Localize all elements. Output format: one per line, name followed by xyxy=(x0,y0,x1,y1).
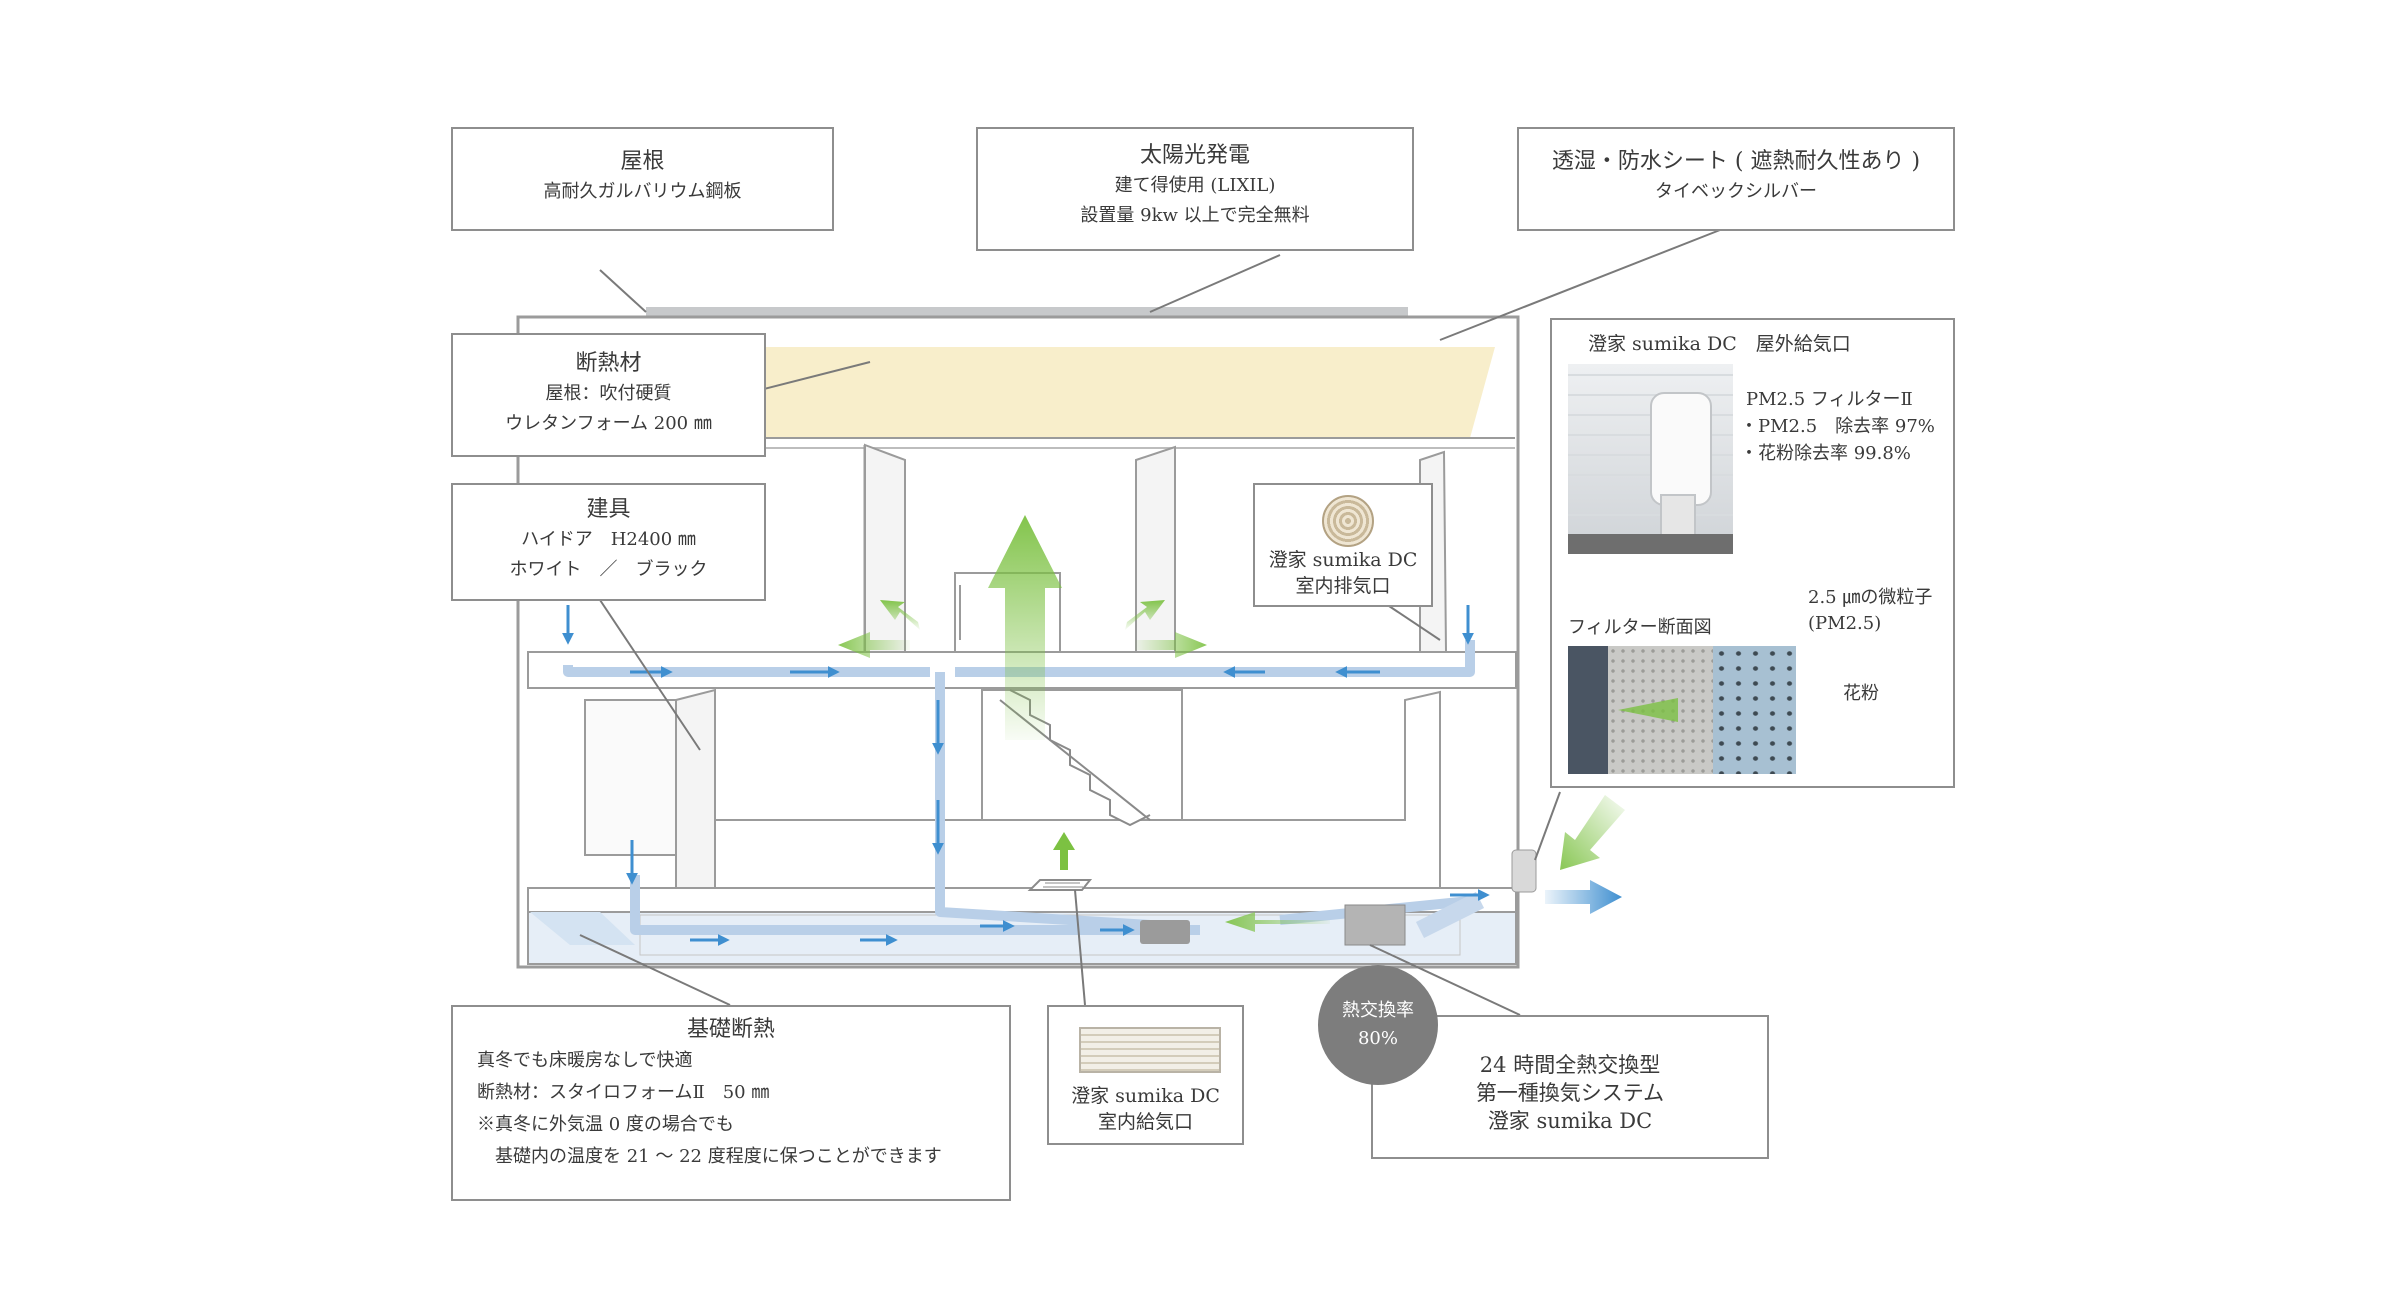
system-line3: 澄家 sumika DC xyxy=(1487,1109,1653,1133)
insulation-callout: 断熱材 屋根：吹付硬質 ウレタンフォーム 200 ㎜ xyxy=(451,333,766,457)
supply-callout: 澄家 sumika DC 室内給気口 xyxy=(1047,1005,1244,1145)
exhaust-line1: 澄家 sumika DC xyxy=(1268,549,1418,571)
particle-label2: (PM2.5) xyxy=(1808,613,1882,634)
sheet-sub: タイベックシルバー xyxy=(1655,181,1817,202)
fittings-line1: ハイドア H2400 ㎜ xyxy=(521,529,696,550)
exhaust-vent-icon xyxy=(1322,495,1374,547)
insulation-title: 断熱材 xyxy=(575,351,642,376)
insulation-line2: ウレタンフォーム 200 ㎜ xyxy=(505,413,712,434)
exhaust-callout: 澄家 sumika DC 室内排気口 xyxy=(1253,483,1433,607)
filter-line2: ・花粉除去率 99.8% xyxy=(1740,443,1911,464)
duct-junction xyxy=(1140,920,1190,944)
solar-callout: 太陽光発電 建て得使用 (LIXIL) 設置量 9kw 以上で完全無料 xyxy=(976,127,1414,251)
outdoor-intake-panel: 澄家 sumika DC 屋外給気口 PM2.5 フィルターⅡ ・PM2.5 除… xyxy=(1550,318,1955,788)
supply-line2: 室内給気口 xyxy=(1097,1111,1193,1133)
foundation-title: 基礎断熱 xyxy=(686,1017,775,1042)
foundation-callout: 基礎断熱 真冬でも床暖房なしで快適 断熱材：スタイロフォームⅡ 50 ㎜ ※真冬… xyxy=(451,1005,1011,1201)
floor-supply-grille xyxy=(1027,879,1093,891)
house-outline xyxy=(516,315,1520,969)
foundation-line3: ※真冬に外気温 0 度の場合でも xyxy=(477,1114,734,1135)
filter-section-label: フィルター断面図 xyxy=(1568,617,1712,638)
heat-exchange-value: 80% xyxy=(1357,1028,1398,1049)
roof-title: 屋根 xyxy=(620,149,665,174)
fittings-title: 建具 xyxy=(586,497,631,522)
supply-line1: 澄家 sumika DC xyxy=(1071,1085,1220,1107)
pollen-label: 花粉 xyxy=(1843,683,1879,704)
particle-label1: 2.5 ㎛の微粒子 xyxy=(1808,587,1933,608)
solar-line1: 建て得使用 (LIXIL) xyxy=(1114,175,1276,196)
outdoor-hood xyxy=(1511,849,1537,893)
sheet-callout: 透湿・防水シート ( 遮熱耐久性あり ) タイベックシルバー xyxy=(1517,127,1955,231)
solar-title: 太陽光発電 xyxy=(1139,143,1250,168)
foundation-line2: 断熱材：スタイロフォームⅡ 50 ㎜ xyxy=(477,1082,770,1103)
exhaust-outdoor-arrow xyxy=(1545,880,1622,914)
outdoor-title: 澄家 sumika DC 屋外給気口 xyxy=(1588,333,1851,355)
attic-insulation xyxy=(752,347,1495,438)
system-callout: 24 時間全熱交換型 第一種換気システム 澄家 sumika DC xyxy=(1371,1015,1769,1159)
exhaust-line2: 室内排気口 xyxy=(1295,575,1391,597)
supply-grille-icon xyxy=(1079,1027,1221,1073)
green-flow-arrows xyxy=(838,515,1330,932)
roof-plate xyxy=(646,307,1408,317)
filter-cross-section xyxy=(1568,646,1796,774)
leader-lines xyxy=(579,229,1721,1016)
ventilation-unit xyxy=(1344,904,1406,946)
roof-callout: 屋根 高耐久ガルバリウム鋼板 xyxy=(451,127,834,231)
insulation-line1: 屋根：吹付硬質 xyxy=(545,383,672,404)
outdoor-hood-photo xyxy=(1568,364,1733,554)
roof-sub: 高耐久ガルバリウム鋼板 xyxy=(543,181,742,202)
foundation-line1: 真冬でも床暖房なしで快適 xyxy=(477,1050,693,1071)
foundation-line4: 基礎内の温度を 21 ～ 22 度程度に保つことができます xyxy=(477,1146,942,1167)
sheet-title: 透湿・防水シート ( 遮熱耐久性あり ) xyxy=(1551,149,1921,174)
fittings-line2: ホワイト ／ ブラック xyxy=(509,559,708,580)
solar-line2: 設置量 9kw 以上で完全無料 xyxy=(1080,205,1310,226)
heat-exchange-badge: 熱交換率 80% xyxy=(1318,965,1438,1085)
filter-title: PM2.5 フィルターⅡ xyxy=(1746,389,1913,410)
fittings-callout: 建具 ハイドア H2400 ㎜ ホワイト ／ ブラック xyxy=(451,483,766,601)
intake-outdoor-arrow xyxy=(1560,795,1625,870)
system-line2: 第一種換気システム xyxy=(1475,1081,1665,1105)
system-line1: 24 時間全熱交換型 xyxy=(1479,1053,1661,1077)
filter-line1: ・PM2.5 除去率 97% xyxy=(1740,416,1935,437)
heat-exchange-label: 熱交換率 xyxy=(1342,1000,1414,1021)
